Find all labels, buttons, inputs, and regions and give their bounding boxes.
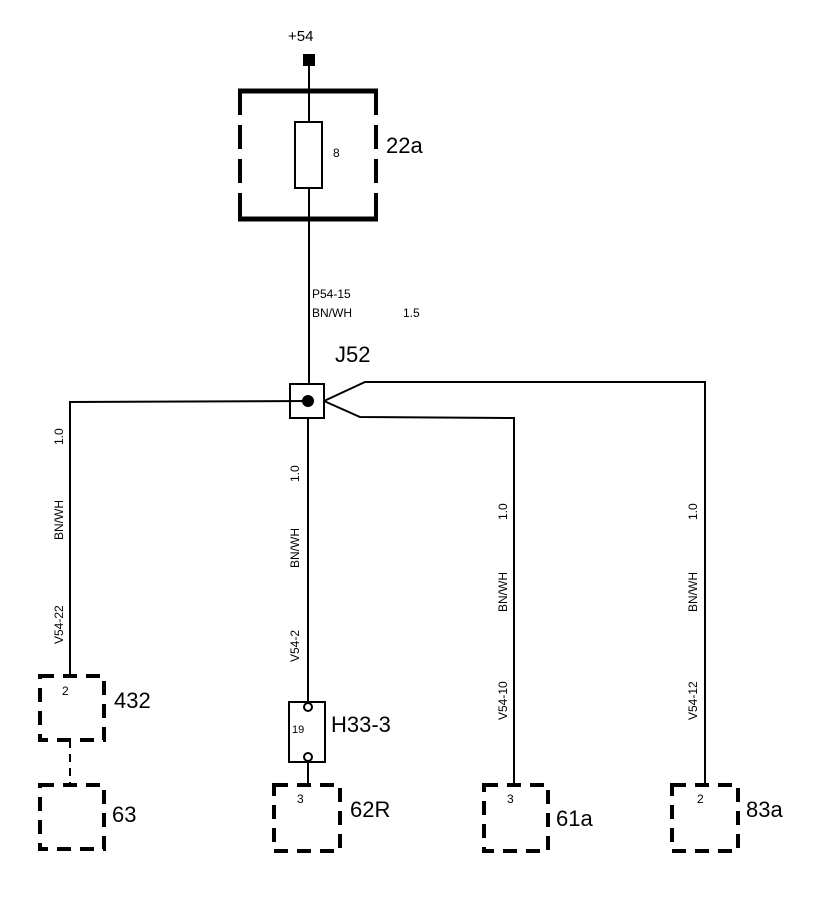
branch-3-size: 1.0 bbox=[496, 503, 510, 520]
h33-3-top-pin bbox=[303, 702, 313, 712]
fuse-symbol bbox=[294, 121, 323, 189]
supply-terminal bbox=[303, 54, 315, 66]
h33-3-bottom-pin bbox=[303, 752, 313, 762]
connector-61a-pin: 3 bbox=[507, 792, 514, 806]
branch-3-color: BN/WH bbox=[496, 572, 510, 612]
branch-2-code: V54-2 bbox=[288, 630, 302, 662]
branch-4-color: BN/WH bbox=[686, 572, 700, 612]
connector-h33-3 bbox=[288, 701, 326, 763]
connector-63-label: 63 bbox=[112, 802, 136, 827]
branch-wire-v54-10 bbox=[323, 400, 515, 784]
connector-83a-pin: 2 bbox=[697, 792, 704, 806]
connector-61a bbox=[482, 783, 550, 853]
supply-label: +54 bbox=[288, 28, 313, 45]
branch-wire-v54-12 bbox=[323, 381, 706, 784]
h33-3-pin: 19 bbox=[292, 724, 304, 736]
branch-1-color: BN/WH bbox=[52, 500, 66, 540]
branch-4-code: V54-12 bbox=[686, 681, 700, 720]
main-wire-color: BN/WH bbox=[312, 306, 352, 320]
connector-432-label: 432 bbox=[114, 688, 151, 713]
main-wire-code: P54-15 bbox=[312, 287, 351, 301]
connector-62r bbox=[272, 783, 342, 853]
connector-432-pin: 2 bbox=[62, 684, 69, 698]
connector-83a bbox=[670, 783, 740, 853]
connector-62r-label: 62R bbox=[350, 797, 390, 822]
connector-83a-label: 83a bbox=[746, 797, 783, 822]
fuse-number: 8 bbox=[333, 146, 340, 160]
branch-2-size: 1.0 bbox=[288, 465, 302, 482]
junction-label: J52 bbox=[335, 342, 370, 367]
connector-61a-label: 61a bbox=[556, 806, 593, 831]
main-wire-size: 1.5 bbox=[403, 306, 420, 320]
branch-1-size: 1.0 bbox=[52, 428, 66, 445]
fuse-box-label: 22a bbox=[386, 133, 423, 158]
connector-62r-pin: 3 bbox=[297, 792, 304, 806]
branch-wire-v54-22 bbox=[69, 400, 309, 676]
branch-3-code: V54-10 bbox=[496, 681, 510, 720]
branch-1-code: V54-22 bbox=[52, 605, 66, 644]
h33-3-label: H33-3 bbox=[331, 712, 391, 737]
connector-63 bbox=[38, 783, 106, 851]
branch-4-size: 1.0 bbox=[686, 503, 700, 520]
connector-432 bbox=[38, 674, 106, 742]
branch-2-color: BN/WH bbox=[288, 528, 302, 568]
